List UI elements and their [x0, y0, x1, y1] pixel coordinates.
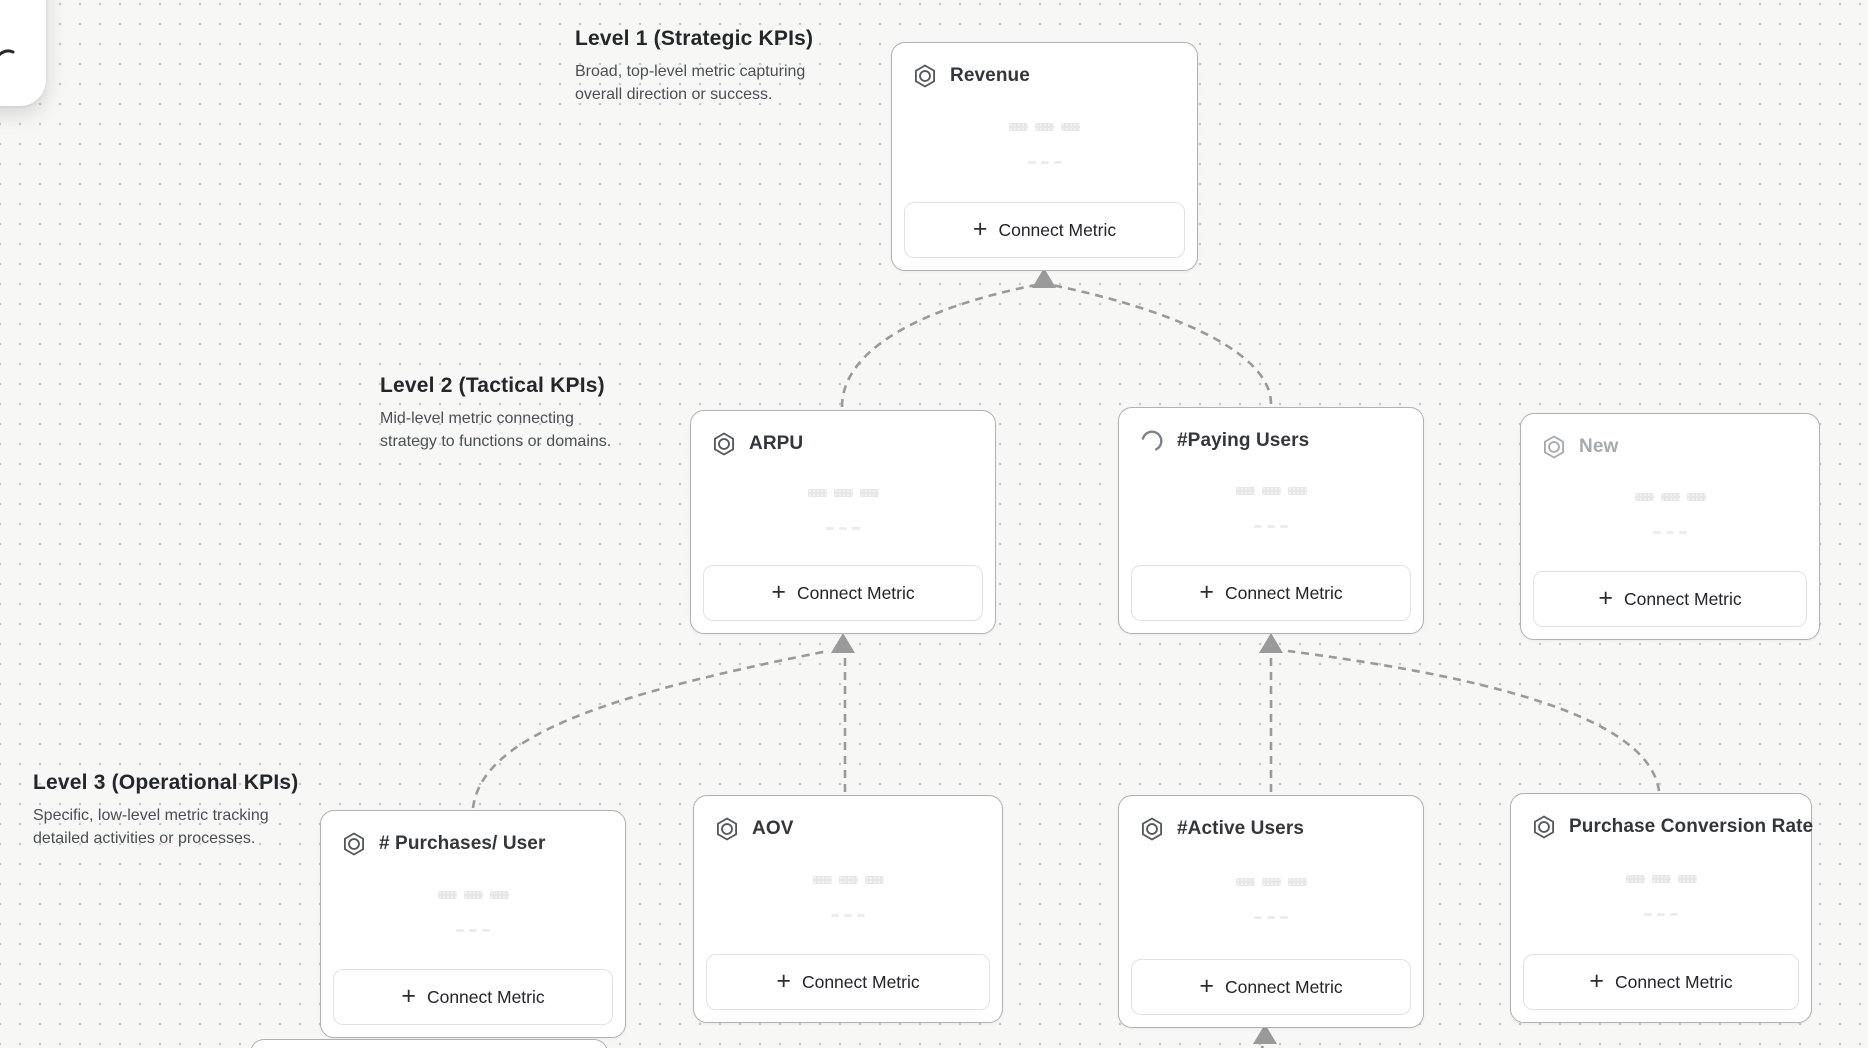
connect-metric-label: Connect Metric	[1623, 588, 1742, 609]
card-title: ARPU	[749, 433, 804, 454]
connect-metric-label: Connect Metric	[1614, 971, 1733, 992]
kpi-card-aov[interactable]: AOV + Connect Metric	[693, 795, 1003, 1023]
card-header: Revenue	[904, 55, 1185, 89]
card-title: #Active Users	[1177, 818, 1304, 839]
section-level3: Level 3 (Operational KPIs) Specific, low…	[33, 771, 298, 850]
connect-metric-button[interactable]: + Connect Metric	[706, 954, 990, 1010]
card-title: Purchase Conversion Rate	[1569, 816, 1814, 837]
kpi-card-new[interactable]: New + Connect Metric	[1520, 413, 1820, 640]
connector-edge	[1051, 283, 1273, 405]
metric-placeholder	[1533, 460, 1807, 571]
connect-metric-button[interactable]: + Connect Metric	[1523, 954, 1799, 1010]
metric-placeholder	[333, 857, 613, 969]
hexagon-icon	[713, 432, 735, 456]
section-description: Specific, low-level metric tracking deta…	[33, 807, 269, 847]
card-title: New	[1579, 436, 1619, 457]
kpi-card-partial-bottom[interactable]	[250, 1039, 608, 1048]
card-header: # Purchases/ User	[333, 823, 613, 857]
section-title: Level 2 (Tactical KPIs)	[380, 374, 605, 397]
connector-edge	[471, 649, 829, 809]
connector-edge	[1287, 649, 1661, 792]
connect-metric-button[interactable]: + Connect Metric	[1131, 565, 1411, 621]
kpi-card-revenue[interactable]: Revenue + Connect Metric	[891, 42, 1198, 271]
card-header: Purchase Conversion Rate	[1523, 806, 1813, 840]
section-level1: Level 1 (Strategic KPIs) Broad, top-leve…	[575, 27, 827, 106]
spinner-icon	[1141, 430, 1163, 452]
metric-placeholder	[904, 89, 1185, 202]
card-title: # Purchases/ User	[379, 833, 546, 854]
card-title: AOV	[752, 818, 794, 839]
card-header: New	[1533, 426, 1807, 460]
section-description: Broad, top-level metric capturing overal…	[575, 63, 806, 103]
card-header: AOV	[706, 808, 990, 842]
connector-edge	[840, 283, 1037, 408]
hexagon-icon	[1543, 435, 1565, 459]
connect-metric-label: Connect Metric	[1224, 976, 1343, 997]
kpi-card-purchases-per-user[interactable]: # Purchases/ User + Connect Metric	[320, 810, 626, 1038]
kpi-card-arpu[interactable]: ARPU + Connect Metric	[690, 410, 996, 634]
arrowhead-icon	[1032, 268, 1056, 288]
section-title: Level 3 (Operational KPIs)	[33, 771, 299, 794]
toolbar-panel-fragment[interactable]	[0, 0, 46, 106]
card-header: ARPU	[703, 423, 983, 457]
kpi-card-purchase-conversion-rate[interactable]: Purchase Conversion Rate + Connect Metri…	[1510, 793, 1813, 1023]
card-title: Revenue	[950, 65, 1030, 86]
section-level2: Level 2 (Tactical KPIs) Mid-level metric…	[380, 374, 632, 453]
connect-metric-label: Connect Metric	[1224, 582, 1343, 603]
hexagon-icon	[1141, 817, 1163, 841]
connect-metric-button[interactable]: + Connect Metric	[1131, 959, 1411, 1015]
hexagon-icon	[914, 64, 936, 88]
metric-placeholder	[1131, 842, 1411, 959]
connect-metric-label: Connect Metric	[796, 582, 915, 603]
metric-placeholder	[1131, 454, 1411, 565]
hexagon-icon	[343, 832, 365, 856]
connect-metric-label: Connect Metric	[426, 986, 545, 1007]
connect-metric-label: Connect Metric	[998, 219, 1117, 240]
kpi-card-paying-users[interactable]: #Paying Users + Connect Metric	[1118, 407, 1424, 634]
metric-placeholder	[703, 457, 983, 565]
card-header: #Paying Users	[1131, 420, 1411, 454]
connect-metric-button[interactable]: + Connect Metric	[703, 565, 983, 621]
arrowhead-icon	[1259, 633, 1283, 653]
section-description: Mid-level metric connecting strategy to …	[380, 410, 612, 450]
metric-placeholder	[706, 842, 990, 954]
connect-metric-button[interactable]: + Connect Metric	[333, 969, 613, 1025]
card-header: #Active Users	[1131, 808, 1411, 842]
card-title: #Paying Users	[1177, 430, 1310, 451]
metric-placeholder	[1523, 840, 1799, 954]
kpi-card-active-users[interactable]: #Active Users + Connect Metric	[1118, 795, 1424, 1028]
connect-metric-label: Connect Metric	[801, 971, 920, 992]
hexagon-icon	[716, 817, 738, 841]
hexagon-icon	[1533, 815, 1555, 839]
tool-icon	[0, 49, 15, 57]
connect-metric-button[interactable]: + Connect Metric	[904, 202, 1185, 258]
connect-metric-button[interactable]: + Connect Metric	[1533, 571, 1807, 627]
section-title: Level 1 (Strategic KPIs)	[575, 27, 814, 50]
arrowhead-icon	[831, 633, 855, 653]
